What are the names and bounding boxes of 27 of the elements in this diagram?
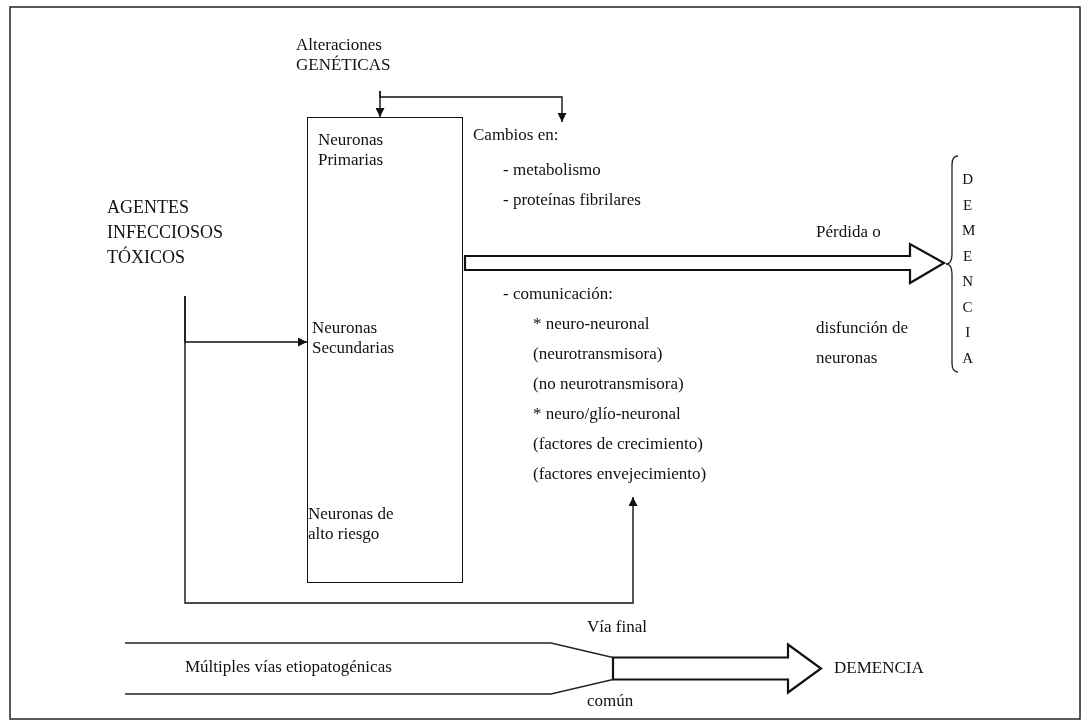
node-text: Alteraciones GENÉTICAS [296, 35, 392, 75]
node-text: AGENTES INFECCIOSOS TÓXICOS [107, 196, 225, 269]
node-text: (factores envejecimiento) [533, 464, 707, 484]
node-text: (factores de crecimiento) [533, 434, 703, 454]
vertical-label: DEMENCIA [962, 170, 974, 368]
node-text: DEMENCIA [834, 658, 924, 678]
node-text: - metabolismo [503, 160, 601, 180]
node-text: (no neurotransmisora) [533, 374, 684, 394]
hollow-arrow [611, 642, 823, 695]
node-text: - proteínas fibrilares [503, 190, 641, 210]
node-text: Múltiples vías etiopatogénicas [185, 657, 392, 677]
node-text: (neurotransmisora) [533, 344, 663, 364]
node-text: * neuro-neuronal [533, 314, 650, 334]
node-text: Neuronas Secundarias [312, 318, 396, 358]
node-text: Cambios en: [473, 125, 559, 145]
node-text: * neuro/glío-neuronal [533, 404, 681, 424]
node-text: Neuronas Primarias [318, 130, 385, 170]
hollow-arrow [463, 242, 947, 285]
node-text: Neuronas de alto riesgo [308, 504, 395, 544]
arrow [184, 295, 638, 604]
node-text: - comunicación: [503, 284, 613, 304]
annotation-text: Pérdida o [816, 222, 881, 242]
annotation-text: común [587, 691, 634, 711]
arrow [379, 90, 567, 123]
annotation-text: Vía final [587, 617, 647, 637]
neuron-box [307, 117, 463, 583]
annotation-text: disfunción de neuronas [816, 317, 910, 369]
